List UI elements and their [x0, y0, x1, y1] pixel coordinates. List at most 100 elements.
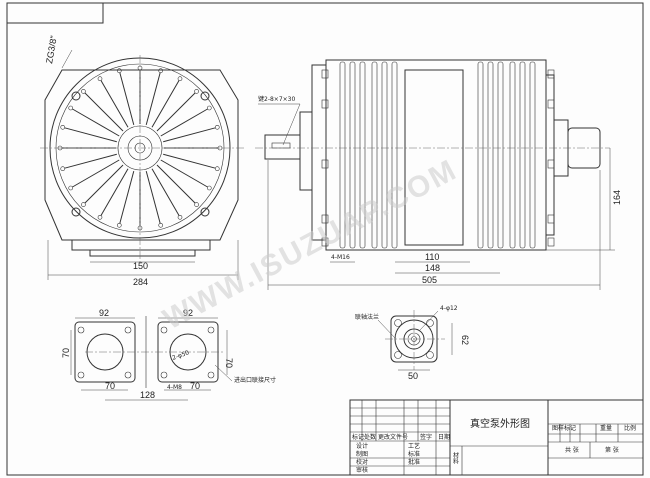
bolt-head — [547, 69, 555, 79]
cooling-fin — [151, 80, 180, 128]
hole-label: 2-φ50 — [171, 349, 190, 362]
fin-tip — [158, 68, 164, 74]
row-label: 制图 — [356, 450, 368, 458]
bolt-head — [547, 99, 555, 109]
sheet-frame — [6, 2, 644, 476]
dim-70-right-h: 70 — [190, 381, 200, 391]
header-col: 签字 — [420, 433, 432, 441]
dim-70-left-h: 70 — [105, 381, 115, 391]
right-header: 比例 — [624, 424, 636, 432]
key-label: 键2-8×7×30 — [258, 95, 295, 103]
bolt-head — [547, 214, 555, 224]
cooling-rib — [529, 61, 536, 249]
fin-tip — [68, 185, 74, 191]
flange-view: 联轴法兰 4-φ12 62 50 — [355, 305, 470, 381]
bolt-head — [321, 214, 329, 224]
fin-tip — [97, 76, 103, 82]
dim-284: 284 — [133, 277, 148, 287]
cooling-fin — [72, 108, 120, 137]
fin-tip — [206, 185, 212, 191]
cooling-fin — [156, 92, 196, 132]
flange-label: 联轴法兰 — [355, 313, 379, 321]
dim-92-left: 92 — [99, 308, 109, 318]
cooling-fin — [163, 153, 216, 169]
cooling-fin — [64, 153, 117, 169]
header-col: 标记 — [352, 433, 364, 441]
cooling-fin — [160, 108, 208, 137]
cooling-fin — [145, 72, 161, 125]
dim-70-right-v: 70 — [224, 358, 234, 368]
cooling-rib — [371, 61, 378, 249]
fin-tip — [60, 124, 66, 130]
dim-50: 50 — [408, 371, 418, 381]
bolt-head — [321, 69, 329, 79]
dim-505: 505 — [422, 275, 437, 285]
cooling-rib — [497, 61, 504, 249]
cooling-fin — [84, 92, 124, 132]
cooling-fin — [145, 171, 161, 224]
bolt-head — [321, 159, 329, 169]
fin-tip — [177, 214, 183, 220]
row-label: 工艺 — [408, 442, 420, 450]
fin-tip — [81, 89, 86, 94]
dim-110: 110 — [425, 252, 439, 262]
fin-tip — [177, 76, 183, 82]
header-col: 更改文件号 — [378, 433, 408, 441]
cooling-fin — [84, 164, 124, 204]
corner-box — [6, 2, 104, 24]
cooling-fin — [160, 159, 208, 188]
row-label: 设计 — [356, 442, 368, 450]
title-block: 真空泵外形图 标记 处数 更改文件号 签字 日期 设计 制图 校对 审核 工艺 … — [349, 399, 644, 476]
fin-tip — [116, 222, 122, 228]
front-view: ZG3/8" 150 284 — [40, 35, 245, 287]
cooling-fin — [100, 168, 129, 216]
cooling-rib — [477, 61, 484, 249]
row-label: 校对 — [356, 458, 368, 466]
right-header: 重量 — [600, 424, 612, 432]
row-label: 标准 — [408, 450, 420, 458]
right-header: 图样标记 — [552, 424, 576, 432]
cooling-fin — [119, 171, 135, 224]
header-col: 处数 — [364, 433, 376, 441]
fin-tip — [81, 202, 86, 207]
fin-tip — [68, 105, 74, 111]
cooling-fin — [156, 164, 196, 204]
sheet-total: 共 张 — [565, 446, 579, 454]
cooling-fin — [119, 72, 135, 125]
port-bolt-label: 4-M8 — [167, 384, 182, 391]
cooling-rib — [339, 61, 346, 249]
fin-tip — [206, 105, 212, 111]
dim-150: 150 — [133, 261, 148, 271]
fin-tip — [97, 214, 103, 220]
dim-92-right: 92 — [183, 308, 193, 318]
fin-tip — [116, 68, 122, 74]
cooling-rib — [519, 61, 526, 249]
sheet-number: 第 张 — [605, 446, 619, 454]
fin-tip — [60, 166, 66, 172]
cooling-fin — [163, 127, 216, 143]
cooling-fin — [151, 168, 180, 216]
port-thread-label: ZG3/8" — [44, 35, 59, 65]
dim-62: 62 — [460, 335, 470, 345]
cooling-fin — [64, 127, 117, 143]
material-label: 材料 — [452, 451, 459, 465]
cooling-rib — [359, 61, 366, 249]
fin-tip — [194, 89, 199, 94]
dim-70-left-v: 70 — [61, 348, 71, 358]
header-col: 日期 — [438, 433, 450, 441]
bolt-head — [321, 99, 329, 109]
bolt-head — [547, 237, 555, 247]
dim-148: 148 — [425, 263, 440, 273]
dim-128: 128 — [140, 390, 155, 400]
flange-holes: 4-φ12 — [440, 305, 458, 312]
cooling-rib — [381, 61, 388, 249]
cooling-rib — [391, 61, 398, 249]
bolt-head — [547, 159, 555, 169]
fin-tip — [214, 124, 220, 130]
row-label: 审核 — [356, 466, 368, 474]
side-view: 键2-8×7×30 4-M16 110 148 505 164 — [255, 59, 622, 290]
cooling-rib — [349, 61, 356, 249]
cooling-fin — [72, 159, 120, 188]
cooling-rib — [487, 61, 494, 249]
